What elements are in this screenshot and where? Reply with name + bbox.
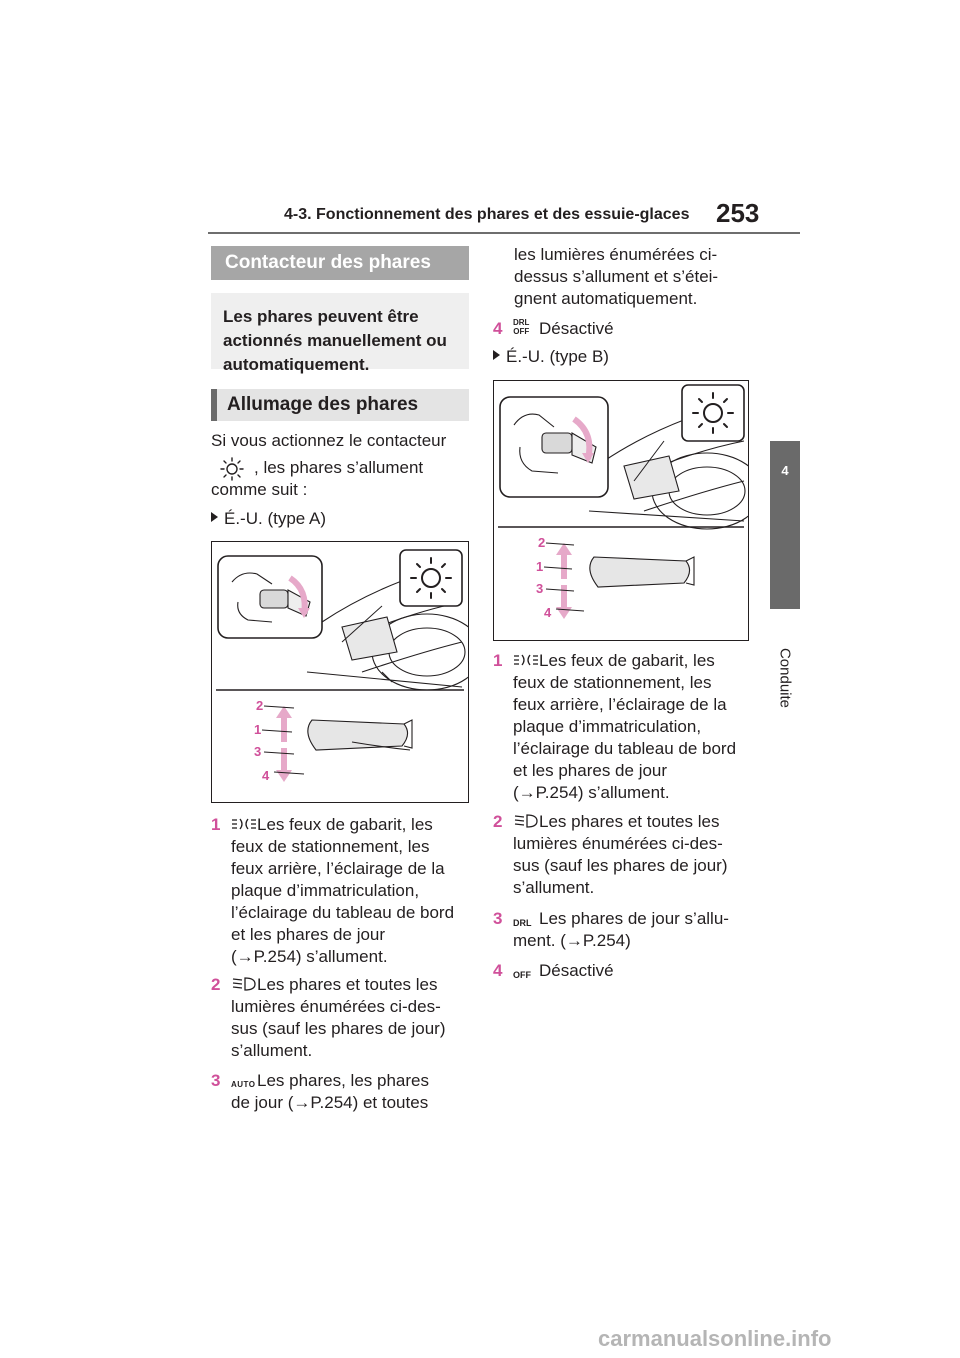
drl-off-icon: DRL OFF	[513, 318, 530, 336]
figure-a-label-2: 2	[256, 698, 263, 713]
body-line-1: Si vous actionnez le contacteur	[211, 431, 447, 450]
chapter-label: Conduite	[776, 647, 794, 709]
figure-type-a: 2 1 3 4	[211, 541, 483, 803]
variant-a-label: É.-U. (type A)	[211, 508, 326, 530]
running-header: 4-3. Fonctionnement des phares et des es…	[284, 206, 690, 223]
continuation-text: les lumières énumérées ci- dessus s’allu…	[514, 245, 719, 308]
item-a-2: 2 Les phares et toutes les lumières énum…	[211, 975, 446, 1060]
bullet-arrow-icon	[493, 350, 500, 360]
figure-b-label-1: 1	[536, 559, 543, 574]
subheading: Allumage des phares	[211, 389, 469, 421]
headlight-icon	[231, 976, 257, 998]
figure-b-label-2: 2	[538, 535, 545, 550]
bullet-arrow-icon	[211, 512, 218, 522]
parking-lights-icon	[231, 816, 257, 838]
figure-type-b: 2 1 3 4	[493, 380, 763, 641]
header-rule	[208, 232, 800, 234]
headlight-icon	[513, 813, 539, 835]
item-b-4: 4 OFF Désactivé	[493, 960, 751, 984]
item-a-3: 3 AUTO Les phares, les phares de jour (→…	[211, 1071, 429, 1112]
drl-icon: DRL	[513, 918, 532, 928]
off-icon: OFF	[513, 970, 531, 980]
item-b-1: 1 Les feux de gabarit, les feux de stati…	[493, 651, 737, 802]
figure-a-label-3: 3	[254, 744, 261, 759]
watermark: carmanualsonline.info	[598, 1326, 832, 1351]
item-b-3: 3 DRL Les phares de jour s’allu- ment. (…	[493, 909, 729, 950]
item-a-4: 4 DRL OFF Désactivé	[493, 318, 614, 338]
headlight-switch-icon	[218, 456, 248, 487]
body-line-2: , les phares s’allument	[254, 458, 424, 477]
chapter-tab-number: 4	[781, 463, 789, 478]
item-a-1: 1 Les feux de gabarit, les feux de stati…	[211, 815, 455, 966]
page-number: 253	[716, 198, 760, 228]
auto-icon: AUTO	[231, 1080, 256, 1089]
figure-a-label-1: 1	[254, 722, 261, 737]
figure-a-label-4: 4	[262, 768, 270, 783]
item-b-2: 2 Les phares et toutes les lumières énum…	[493, 812, 728, 897]
section-heading: Contacteur des phares	[211, 246, 469, 280]
parking-lights-icon	[513, 652, 539, 674]
figure-b-label-3: 3	[536, 581, 543, 596]
figure-b-label-4: 4	[544, 605, 552, 620]
chapter-tab[interactable]: 4	[770, 441, 800, 609]
variant-b-label: É.-U. (type B)	[493, 346, 609, 368]
body-line-3: comme suit :	[211, 480, 308, 499]
intro-box: Les phares peuvent être actionnés manuel…	[211, 293, 469, 374]
